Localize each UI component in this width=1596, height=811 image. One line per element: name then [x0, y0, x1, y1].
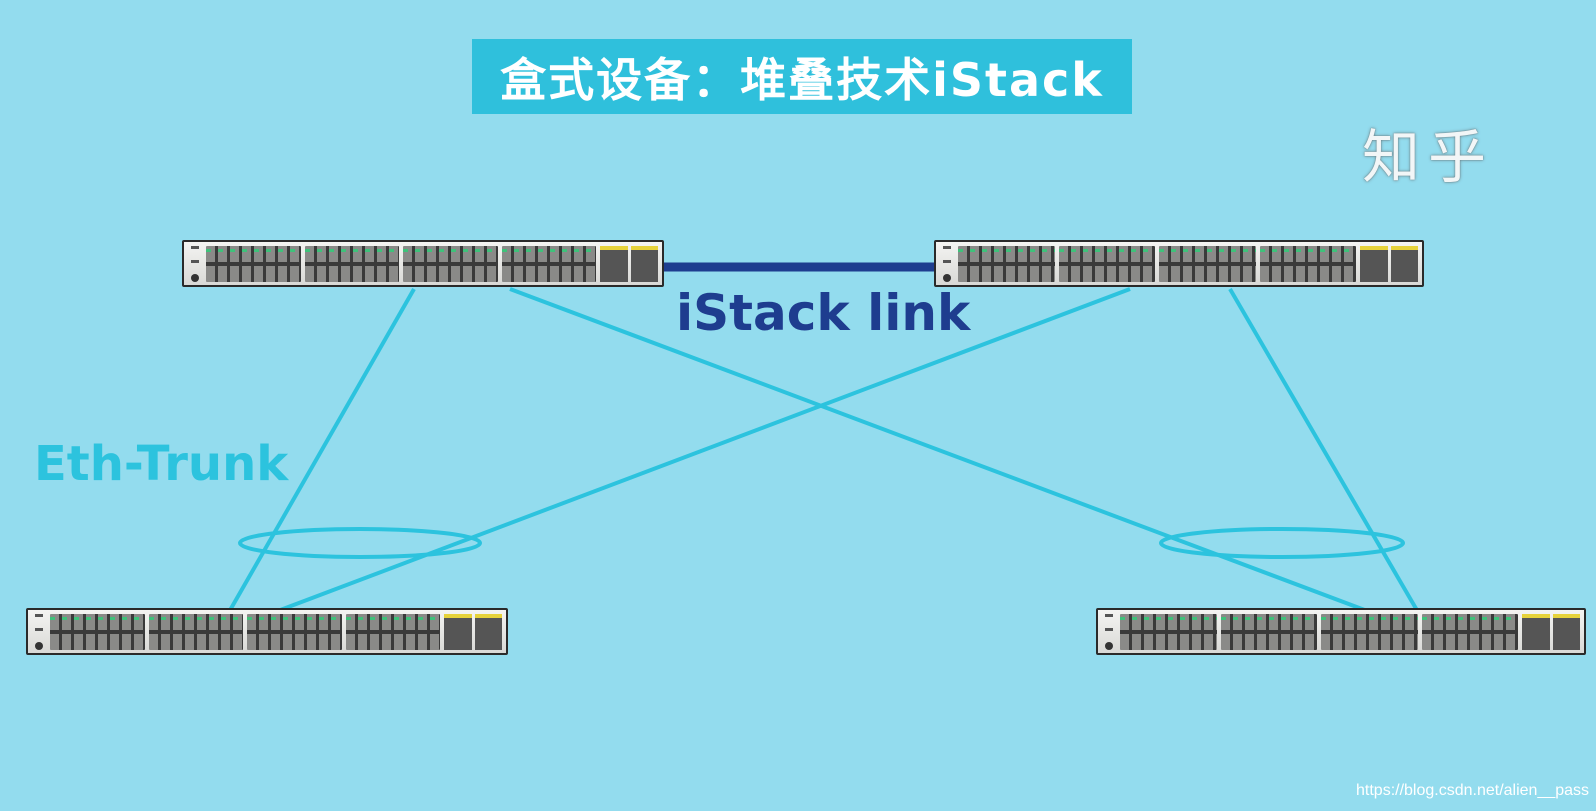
- port-group: [958, 245, 1055, 282]
- port-group: [345, 613, 440, 650]
- network-switch-icon: [940, 245, 954, 282]
- port-group: [304, 245, 399, 282]
- port-group: [50, 613, 145, 650]
- network-switch-icon: [32, 613, 46, 650]
- port-group: [206, 245, 301, 282]
- network-switch-icon: [1102, 613, 1116, 650]
- port-group: [403, 245, 498, 282]
- port-group: [1120, 613, 1217, 650]
- page-title: 盒式设备：堆叠技术iStack: [500, 52, 1104, 107]
- trunk-link-tr-br: [1228, 287, 1420, 614]
- eth-trunk-label: Eth-Trunk: [34, 436, 289, 492]
- port-group: [1421, 613, 1518, 650]
- uplink-ports: [1360, 245, 1418, 282]
- istack-link-label: iStack link: [676, 284, 971, 342]
- uplink-ports: [1522, 613, 1580, 650]
- zhihu-watermark: 知乎: [1362, 123, 1495, 191]
- port-group: [148, 613, 243, 650]
- uplink-ports: [600, 245, 658, 282]
- port-group: [501, 245, 596, 282]
- title-banner: 盒式设备：堆叠技术iStack: [472, 39, 1132, 114]
- bottom-right-switch: [1096, 608, 1586, 655]
- eth-trunk-ellipse-left: [238, 527, 482, 559]
- top-right-switch: [934, 240, 1424, 287]
- port-group: [1259, 245, 1356, 282]
- trunk-link-tr-bl: [274, 287, 1131, 614]
- trunk-link-tl-br: [509, 287, 1371, 614]
- source-url: https://blog.csdn.net/alien__pass: [1356, 782, 1590, 799]
- eth-trunk-ellipse-right: [1159, 527, 1405, 559]
- port-group: [247, 613, 342, 650]
- bottom-left-switch: [26, 608, 508, 655]
- port-group: [1220, 613, 1317, 650]
- uplink-ports: [444, 613, 502, 650]
- port-group: [1159, 245, 1256, 282]
- port-group: [1058, 245, 1155, 282]
- trunk-link-tl-bl: [227, 288, 416, 613]
- port-group: [1321, 613, 1418, 650]
- network-switch-icon: [188, 245, 202, 282]
- top-left-switch: [182, 240, 664, 287]
